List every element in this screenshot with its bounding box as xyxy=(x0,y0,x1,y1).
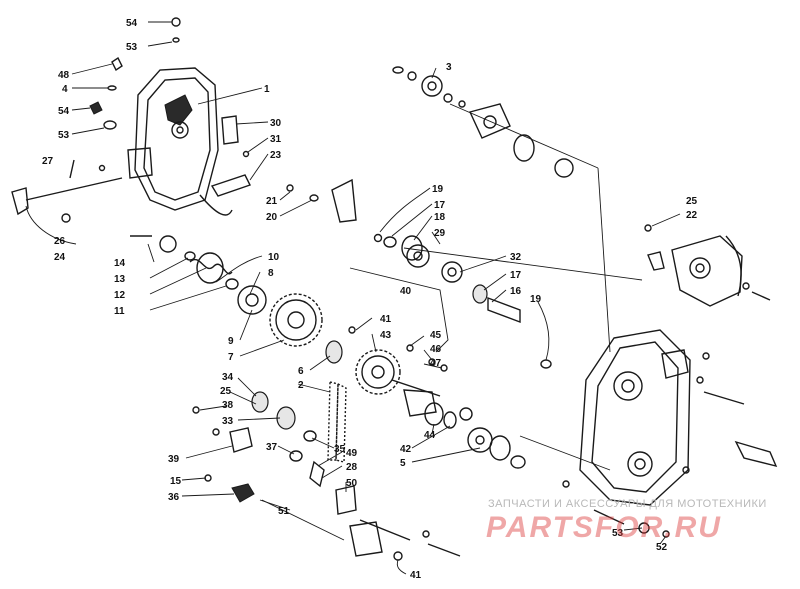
callout-19: 19 xyxy=(530,294,542,305)
callout-39: 39 xyxy=(168,454,180,465)
callout-23: 23 xyxy=(270,150,282,161)
callout-44: 44 xyxy=(424,430,436,441)
callout-11: 11 xyxy=(114,306,125,317)
callout-2: 2 xyxy=(298,380,304,391)
callout-47: 47 xyxy=(430,358,442,369)
callout-27: 27 xyxy=(42,156,54,167)
callout-54: 54 xyxy=(58,106,70,117)
callout-48: 48 xyxy=(58,70,70,81)
chaincase-cover-assembly xyxy=(11,17,251,223)
callout-17: 17 xyxy=(434,200,446,211)
callout-16: 16 xyxy=(510,286,522,297)
watermark-caption: ЗАПЧАСТИ И АКСЕССУАРЫ ДЛЯ МОТОТЕХНИКИ xyxy=(488,498,767,510)
callout-45: 45 xyxy=(430,330,442,341)
callout-52: 52 xyxy=(656,542,668,553)
callout-13: 13 xyxy=(114,274,126,285)
callout-43: 43 xyxy=(380,330,392,341)
callout-10: 10 xyxy=(268,252,280,263)
callout-50: 50 xyxy=(346,478,358,489)
callout-30: 30 xyxy=(270,118,282,129)
callout-5: 5 xyxy=(400,458,406,469)
callout-34: 34 xyxy=(222,372,234,383)
callout-7: 7 xyxy=(228,352,234,363)
callout-51: 51 xyxy=(278,506,290,517)
callout-53: 53 xyxy=(58,130,70,141)
callout-35: 35 xyxy=(334,444,346,455)
brake-bracket-assembly xyxy=(644,224,771,307)
chain-tensioner-assembly xyxy=(192,391,461,561)
callout-53: 53 xyxy=(126,42,138,53)
callout-24: 24 xyxy=(54,252,66,263)
watermark-brand-logo: PARTSFOR.RU xyxy=(486,511,722,544)
callout-labels: 54 53 48 4 54 53 1 30 31 23 27 26 24 3 2… xyxy=(42,18,698,581)
callout-3: 3 xyxy=(446,62,452,73)
callout-37: 37 xyxy=(266,442,278,453)
callout-32: 32 xyxy=(510,252,522,263)
callout-25: 25 xyxy=(686,196,698,207)
sprocket-spacer-row xyxy=(286,178,643,369)
callout-22: 22 xyxy=(686,210,698,221)
callout-42: 42 xyxy=(400,444,412,455)
callout-20: 20 xyxy=(266,212,278,223)
callout-40: 40 xyxy=(400,286,412,297)
callout-14: 14 xyxy=(114,258,126,269)
callout-1: 1 xyxy=(264,84,270,95)
callout-46: 46 xyxy=(430,344,442,355)
drive-sprocket-assembly xyxy=(130,235,343,364)
callout-15: 15 xyxy=(170,476,182,487)
callout-28: 28 xyxy=(346,462,358,473)
callout-19: 19 xyxy=(432,184,444,195)
callout-8: 8 xyxy=(268,268,274,279)
callout-26: 26 xyxy=(54,236,66,247)
callout-4: 4 xyxy=(62,84,68,95)
callout-25: 25 xyxy=(220,386,232,397)
driven-sprocket-chain xyxy=(327,267,526,469)
callout-6: 6 xyxy=(298,366,304,377)
callout-36: 36 xyxy=(168,492,180,503)
callout-12: 12 xyxy=(114,290,126,301)
callout-29: 29 xyxy=(434,228,446,239)
callout-9: 9 xyxy=(228,336,234,347)
callout-21: 21 xyxy=(266,196,278,207)
callout-38: 38 xyxy=(222,400,234,411)
callout-41: 41 xyxy=(410,570,422,581)
callout-31: 31 xyxy=(270,134,282,145)
callout-54: 54 xyxy=(126,18,138,29)
callout-53: 53 xyxy=(612,528,624,539)
callout-33: 33 xyxy=(222,416,234,427)
callout-49: 49 xyxy=(346,448,358,459)
jackshaft-bearing-assembly xyxy=(392,66,611,353)
callout-17: 17 xyxy=(510,270,522,281)
callout-41: 41 xyxy=(380,314,392,325)
callout-leaders xyxy=(25,21,681,575)
chaincase-housing xyxy=(519,329,778,538)
callout-18: 18 xyxy=(434,212,446,223)
